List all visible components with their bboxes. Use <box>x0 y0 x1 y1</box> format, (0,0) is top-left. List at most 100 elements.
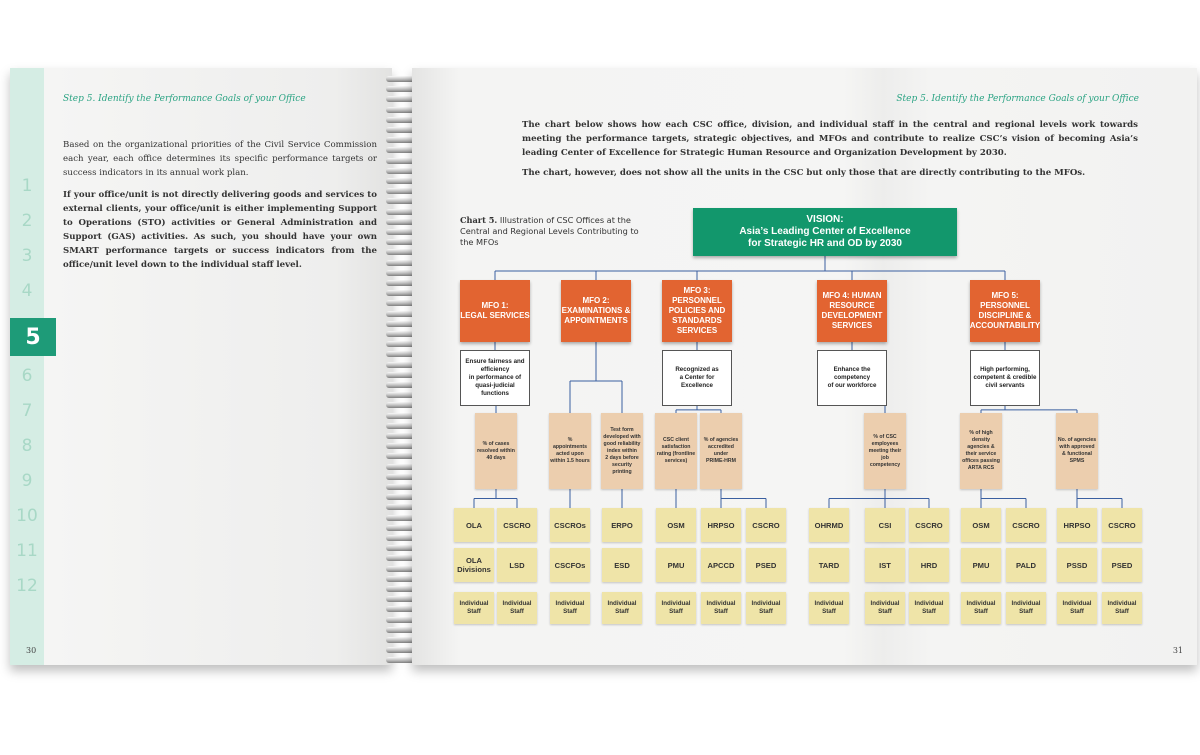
division-box: HRD <box>909 548 949 582</box>
division-box: LSD <box>497 548 537 582</box>
spiral-coil <box>380 239 424 246</box>
unit-box: OHRMD <box>809 508 849 542</box>
chart-caption: Chart 5. Illustration of CSC Offices at … <box>460 215 640 248</box>
unit-box: HRPSO <box>1057 508 1097 542</box>
chapter-tab-7[interactable]: 7 <box>21 401 33 421</box>
individual-staff-box: Individual Staff <box>809 592 849 624</box>
division-box: PALD <box>1006 548 1046 582</box>
vision-box: VISION: Asia’s Leading Center of Excelle… <box>693 208 957 256</box>
spiral-coil <box>380 351 424 358</box>
spiral-coil <box>380 229 424 236</box>
individual-staff-box: Individual Staff <box>1057 592 1097 624</box>
spiral-coil <box>380 320 424 328</box>
chapter-tab-9[interactable]: 9 <box>21 471 33 491</box>
org-diagram: VISION: Asia’s Leading Center of Excelle… <box>412 68 1197 665</box>
chapter-tab-11[interactable]: 11 <box>16 541 38 561</box>
spiral-coil <box>380 545 424 552</box>
mfo-4-box: MFO 4: HUMAN RESOURCE DEVELOPMENT SERVIC… <box>817 280 887 342</box>
spiral-coil <box>380 361 424 369</box>
spiral-coil <box>380 269 424 277</box>
division-box: PSED <box>1102 548 1142 582</box>
division-box: PSED <box>746 548 786 582</box>
spiral-coil <box>380 188 424 195</box>
unit-box: CSCROs <box>550 508 590 542</box>
chapter-tab-6[interactable]: 6 <box>21 366 33 386</box>
individual-staff-box: Individual Staff <box>656 592 696 624</box>
spiral-coil <box>380 96 424 103</box>
spiral-coil <box>380 116 424 124</box>
individual-staff-box: Individual Staff <box>701 592 741 624</box>
spiral-coil <box>380 453 424 460</box>
indicator-box: CSC client satisfaction rating (frontlin… <box>655 413 697 489</box>
spiral-coil <box>380 514 424 522</box>
indicator-box: % of high density agencies & their servi… <box>960 413 1002 489</box>
mfo-2-box: MFO 2: EXAMINATIONS & APPOINTMENTS <box>561 280 631 342</box>
individual-staff-box: Individual Staff <box>746 592 786 624</box>
individual-staff-box: Individual Staff <box>961 592 1001 624</box>
right-paragraph-2: The chart, however, does not show all th… <box>522 168 1086 178</box>
step-header-right: Step 5. Identify the Performance Goals o… <box>896 94 1139 104</box>
chapter-tab-4[interactable]: 4 <box>21 281 33 301</box>
spiral-coil <box>380 310 424 318</box>
unit-box: OSM <box>656 508 696 542</box>
unit-box: OLA <box>454 508 494 542</box>
diagram-connectors <box>473 256 1123 508</box>
spiral-coil <box>380 412 424 420</box>
mfo-4-goal: Enhance the competency of our workforce <box>817 350 887 406</box>
spiral-coil <box>380 341 424 348</box>
spiral-coil <box>380 137 424 144</box>
spiral-coil <box>380 575 424 583</box>
individual-staff-box: Individual Staff <box>454 592 494 624</box>
mfo-1-goal: Ensure fairness and efficiency in perfor… <box>460 350 530 406</box>
spiral-coil <box>380 565 424 573</box>
chart-label: Chart 5. <box>460 215 498 225</box>
division-box: CSCFOs <box>550 548 590 582</box>
spiral-coil <box>380 524 424 532</box>
indicator-box: % of CSC employees meeting their job com… <box>864 413 906 489</box>
page-number-right: 31 <box>1172 646 1183 655</box>
spiral-coil <box>380 300 424 307</box>
spiral-coil <box>380 606 424 613</box>
division-box: PSSD <box>1057 548 1097 582</box>
spiral-coil <box>380 586 424 593</box>
indicator-box: % of cases resolved within 40 days <box>475 413 517 489</box>
division-box: ESD <box>602 548 642 582</box>
spiral-coil <box>380 259 424 267</box>
unit-box: OSM <box>961 508 1001 542</box>
spiral-coil <box>380 637 424 644</box>
spiral-coil <box>380 382 424 389</box>
unit-box: CSCRO <box>746 508 786 542</box>
individual-staff-box: Individual Staff <box>909 592 949 624</box>
chapter-tab-3[interactable]: 3 <box>21 246 33 266</box>
spiral-coil <box>380 106 424 114</box>
spiral-coil <box>380 657 424 664</box>
spiral-coil <box>380 463 424 471</box>
unit-box: CSI <box>865 508 905 542</box>
mfo-3-goal: Recognized as a Center for Excellence <box>662 350 732 406</box>
spiral-coil <box>380 218 424 226</box>
chapter-tab-5-active[interactable]: 5 <box>10 318 56 356</box>
spiral-coil <box>380 178 424 185</box>
spiral-coil <box>380 147 424 154</box>
unit-box: ERPO <box>602 508 642 542</box>
chapter-tab-2[interactable]: 2 <box>21 211 33 231</box>
chapter-tab-10[interactable]: 10 <box>16 506 38 526</box>
spiral-coil <box>380 280 424 287</box>
spiral-coil <box>380 371 424 379</box>
unit-box: HRPSO <box>701 508 741 542</box>
spiral-coil <box>380 422 424 430</box>
indicator-box: Test form developed with good reliabilit… <box>601 413 643 489</box>
mfo-5-goal: High performing, competent & credible ci… <box>970 350 1040 406</box>
division-box: TARD <box>809 548 849 582</box>
division-box: OLA Divisions <box>454 548 494 582</box>
individual-staff-box: Individual Staff <box>865 592 905 624</box>
chapter-tab-8[interactable]: 8 <box>21 436 33 456</box>
chapter-tab-12[interactable]: 12 <box>16 576 38 596</box>
spiral-coil <box>380 402 424 409</box>
indicator-box: % of agencies accredited under PRIME-HRM <box>700 413 742 489</box>
chart-caption-text: Illustration of CSC Offices at the Centr… <box>460 215 639 247</box>
spiral-coil <box>380 433 424 440</box>
division-box: PMU <box>961 548 1001 582</box>
chapter-tab-1[interactable]: 1 <box>21 176 33 196</box>
